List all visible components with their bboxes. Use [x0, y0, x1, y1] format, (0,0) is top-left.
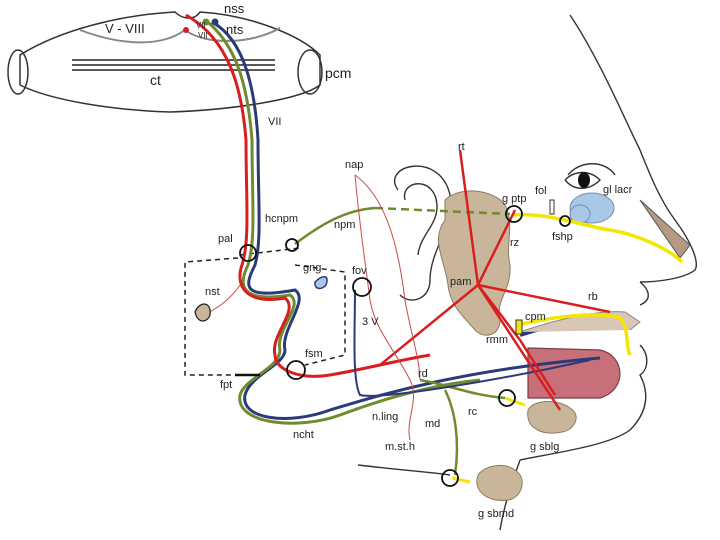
label-fol: fol — [535, 185, 547, 197]
red-motor-branches — [379, 149, 611, 411]
nasal-concha — [639, 199, 691, 259]
label-md: md — [425, 418, 440, 430]
cpm-marker — [515, 319, 523, 335]
label-m-st-h: m.st.h — [385, 441, 415, 453]
right-cylinder-end — [297, 49, 323, 95]
label-fsm: fsm — [305, 348, 323, 360]
label-rmm: rmm — [486, 334, 508, 346]
gng-marker — [314, 276, 328, 290]
green-fiber-main — [204, 18, 481, 425]
label-3v: 3 V — [362, 316, 379, 328]
label-rd: rd — [418, 368, 428, 380]
label-gl-lacr: gl lacr — [603, 184, 633, 196]
upper-lip-outline — [639, 281, 649, 306]
brainstem-outline — [19, 11, 321, 113]
label-gng: gng — [303, 262, 321, 274]
ear-inner — [403, 183, 438, 256]
yellow-submandibular-fiber — [451, 476, 471, 484]
neck-outline — [357, 464, 451, 476]
ganglion-markers — [239, 205, 571, 487]
label-brainstem-nuclei: V - VIII — [105, 21, 145, 36]
brainstem-tracts — [72, 59, 275, 71]
pupil-icon — [578, 172, 590, 188]
label-vii-b: VII — [198, 31, 208, 40]
label-rb: rb — [588, 291, 598, 303]
nucleus-dots — [183, 18, 219, 33]
label-fov: fov — [352, 265, 367, 277]
green-submandibular-branch — [443, 389, 459, 476]
forehead-nose-outline — [569, 14, 697, 283]
label-pcm: pcm — [325, 65, 351, 81]
label-g-ptp: g ptp — [502, 193, 526, 205]
label-nts: nts — [226, 22, 244, 37]
label-n-ling: n.ling — [372, 411, 398, 423]
label-vii-nerve: VII — [268, 116, 281, 128]
pal-ganglion-marker — [239, 244, 257, 262]
label-cpm: cpm — [525, 311, 546, 323]
yellow-lacrimal-fiber — [511, 212, 684, 264]
green-greater-petrosal-branch — [294, 206, 376, 245]
nst-marker — [194, 303, 211, 322]
label-rc: rc — [468, 406, 478, 418]
label-pam: pam — [450, 276, 471, 288]
navy-lingual-nerve — [353, 289, 591, 397]
submandibular-gland — [476, 464, 523, 501]
tongue — [527, 347, 621, 399]
yellow-palate-fiber — [517, 313, 632, 356]
label-fshp: fshp — [552, 231, 573, 243]
hcnpm-ganglion-marker — [285, 238, 299, 252]
label-nap: nap — [345, 159, 363, 171]
fsm-marker — [286, 360, 306, 380]
left-cylinder-end — [7, 49, 29, 95]
green-dashed-branch — [374, 206, 511, 216]
label-hcnpm: hcnpm — [265, 213, 298, 225]
lower-face-outline — [519, 344, 648, 461]
fov-marker — [352, 277, 372, 297]
label-fpt: fpt — [220, 379, 232, 391]
eye-lid — [567, 163, 616, 176]
label-pal: pal — [218, 233, 233, 245]
face-profile — [357, 14, 697, 531]
label-nss: nss — [224, 1, 245, 16]
label-g-sbmd: g sbmd — [478, 508, 514, 520]
label-rt: rt — [458, 141, 465, 153]
label-vii-a: VII — [196, 21, 206, 30]
eye-outline — [564, 171, 601, 189]
g-ptp-marker — [505, 205, 523, 223]
green-chorda-branch — [419, 378, 506, 400]
label-npm: npm — [334, 219, 355, 231]
label-nst: nst — [205, 286, 220, 298]
g-sblg-marker — [498, 389, 516, 407]
brainstem — [7, 11, 323, 113]
navy-fiber-main — [211, 20, 601, 420]
label-ncht: ncht — [293, 429, 314, 441]
g-sbmd-marker — [441, 469, 459, 487]
lacrimal-gland — [569, 192, 615, 224]
label-g-sblg: g sblg — [530, 441, 559, 453]
fshp-marker — [559, 215, 571, 227]
label-ct: ct — [150, 72, 161, 88]
red-fiber-main — [185, 13, 431, 378]
labels: V - VIII nss nts VII VII ct pcm VII rt n… — [105, 1, 633, 520]
label-rz: rz — [510, 237, 519, 249]
fol-marker — [549, 199, 555, 215]
sublingual-gland — [527, 401, 577, 434]
